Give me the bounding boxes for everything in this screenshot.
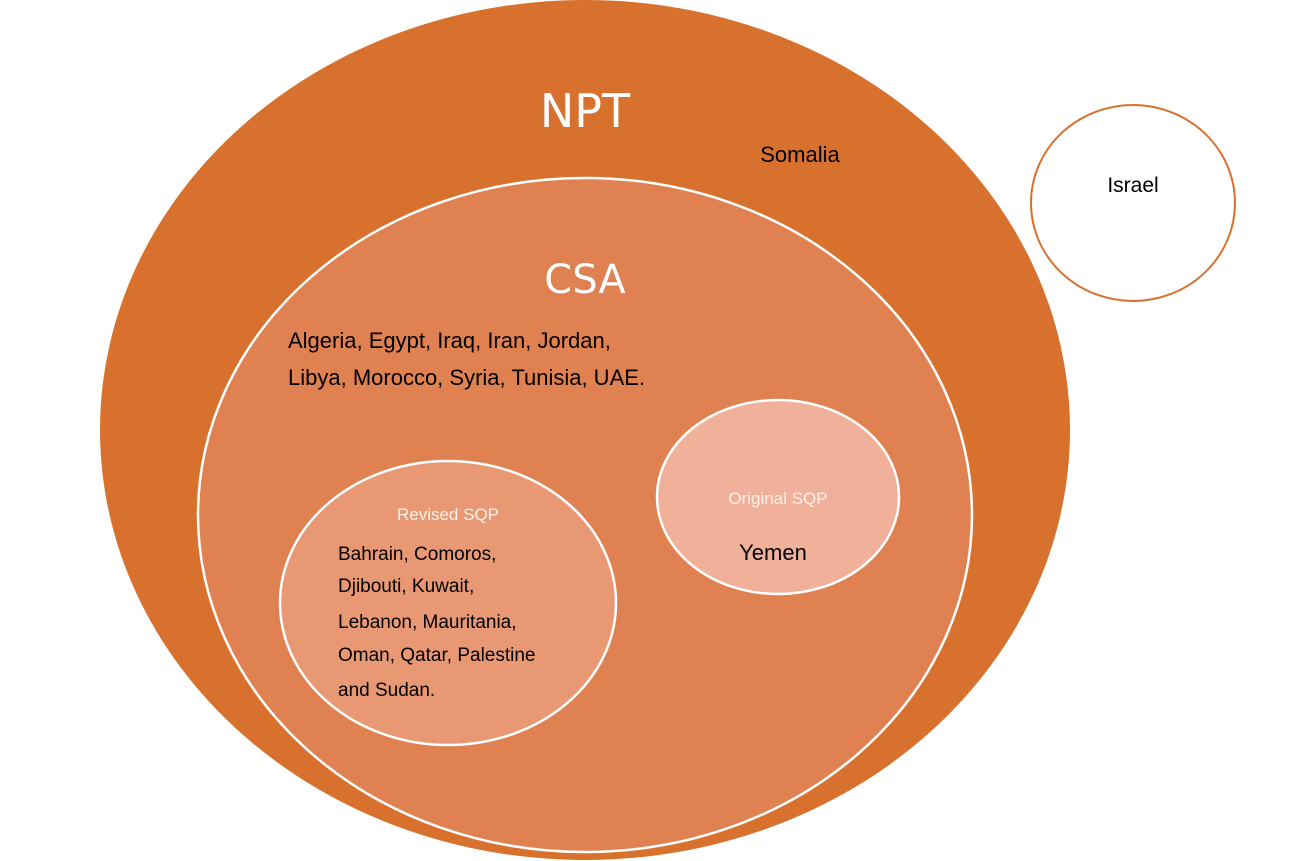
revised-sqp-member-line: Lebanon, Mauritania, — [338, 612, 517, 633]
revised-sqp-title: Revised SQP — [397, 505, 499, 524]
revised-sqp-member-line: Djibouti, Kuwait, — [338, 576, 474, 597]
revised-sqp-member-line: Oman, Qatar, Palestine — [338, 645, 536, 666]
revised-sqp-ellipse — [278, 459, 618, 747]
npt-member-somalia: Somalia — [760, 142, 840, 167]
csa-members-line-2: Libya, Morocco, Syria, Tunisia, UAE. — [288, 365, 645, 390]
revised-sqp-member-line: and Sudan. — [338, 680, 435, 701]
outside-member-israel: Israel — [1107, 174, 1158, 197]
revised-sqp-member-line: Bahrain, Comoros, — [338, 544, 496, 565]
original-sqp-ellipse — [655, 398, 901, 596]
israel-ellipse — [1030, 104, 1236, 302]
original-sqp-title: Original SQP — [728, 489, 827, 508]
npt-title: NPT — [540, 84, 631, 138]
original-sqp-member-yemen: Yemen — [739, 540, 807, 565]
csa-members-line-1: Algeria, Egypt, Iraq, Iran, Jordan, — [288, 328, 611, 353]
csa-title: CSA — [544, 257, 626, 303]
